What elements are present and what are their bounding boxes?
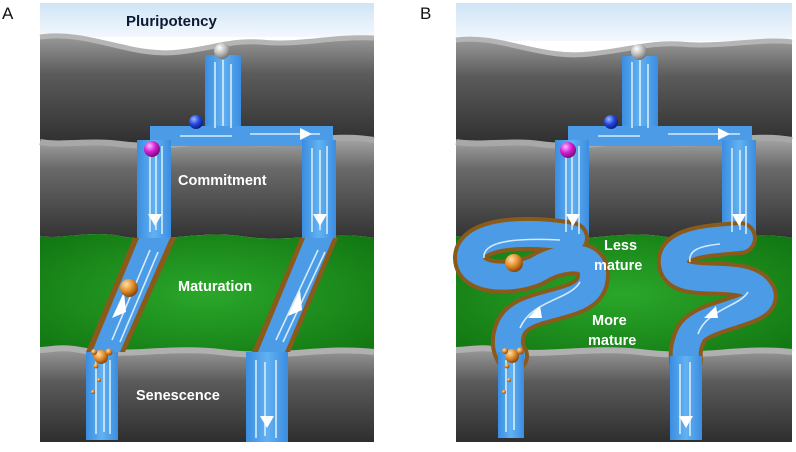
blue-cell-ball-a [189,115,203,129]
rock-stratum-middle-a [40,137,374,239]
river-system-b [452,56,778,440]
pluripotent-cell-ball-a [214,43,230,59]
magenta-cell-ball-a [144,141,160,157]
pluripotent-cell-ball-b [631,44,647,60]
panel-letter-a: A [2,4,14,23]
label-less-mature-line1: Less [604,238,637,254]
label-maturation: Maturation [178,279,252,295]
sky-b [456,3,792,41]
label-senescence: Senescence [136,388,220,404]
label-more-mature-line2: mature [588,333,636,349]
orange-cell-ball-b [505,254,523,272]
magenta-cell-ball-b [560,142,576,158]
senescent-cell-fragments-a [91,348,113,394]
panel-b: B [420,3,793,442]
orange-cell-ball-a [120,279,138,297]
panel-letter-b: B [420,4,431,23]
rock-stratum-bottom-a [40,348,374,442]
senescent-cell-fragments-b [502,347,524,394]
rock-stratum-middle-b [456,137,792,239]
label-more-mature-line1: More [592,313,627,329]
label-pluripotency: Pluripotency [126,13,218,30]
rock-stratum-bottom-b [456,348,792,442]
label-commitment: Commitment [178,173,267,189]
blue-cell-ball-b [604,115,618,129]
sky-a [40,3,374,37]
panel-a: A [2,3,375,442]
label-less-mature-line2: mature [594,258,642,274]
